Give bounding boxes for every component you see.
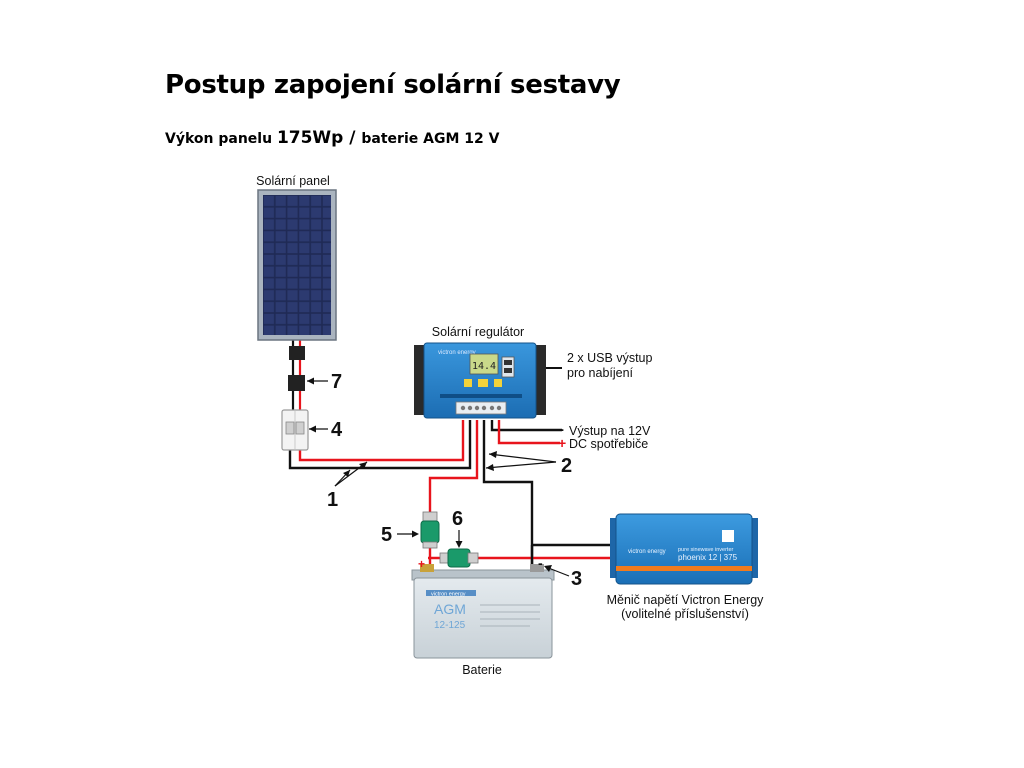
arrow-icon <box>455 541 463 548</box>
callout-7: 7 <box>331 371 342 393</box>
battery-model: AGM <box>434 601 466 617</box>
dc-breaker <box>281 409 309 451</box>
arrow-icon <box>486 464 494 471</box>
subtitle: Výkon panelu 175Wp / baterie AGM 12 V <box>165 128 499 148</box>
dc-minus-sign: - <box>559 421 564 438</box>
dc-output-label-1: Výstup na 12V <box>569 424 651 438</box>
load-wire-negative <box>490 420 562 432</box>
battery-wire-negative <box>482 420 534 568</box>
mc4-connector-icon <box>289 346 297 360</box>
fuse-5 <box>420 511 440 549</box>
load-wire-positive <box>497 420 560 445</box>
arrow-icon <box>309 425 316 433</box>
battery-minus-sign: - <box>538 555 543 571</box>
battery-size: 12-125 <box>434 620 466 631</box>
inverter-line: pure sinewave inverter <box>678 547 734 553</box>
page-title: Postup zapojení solární sestavy <box>165 70 621 100</box>
solar-regulator: Solární regulátor victron energy 14.4 <box>414 325 546 419</box>
qr-code-icon <box>722 530 734 542</box>
mc4-connector-icon <box>288 375 297 391</box>
battery-label: Baterie <box>462 663 502 677</box>
arrow-icon <box>489 451 497 458</box>
usb-output-label-2: pro nabíjení <box>567 366 634 380</box>
arrow-icon <box>343 470 350 477</box>
solar-panel-label: Solární panel <box>256 174 330 188</box>
callout-6: 6 <box>452 508 463 530</box>
subtitle-power: 175Wp <box>276 128 344 148</box>
callout-1: 1 <box>327 489 338 511</box>
subtitle-separator: / <box>343 128 362 148</box>
inverter-label-2: (volitelné příslušenství) <box>621 607 749 621</box>
regulator-display-value: 14.4 <box>472 361 496 372</box>
regulator-brand: victron energy <box>438 350 476 356</box>
inverter-brand: victron energy <box>628 549 666 555</box>
subtitle-battery: baterie AGM 12 V <box>361 131 500 147</box>
subtitle-part1: Výkon panelu <box>165 131 277 147</box>
callout-5: 5 <box>381 524 392 546</box>
callouts: 7 4 1 2 5 6 3 <box>307 371 582 590</box>
battery: + - victron energy AGM 12-125 <box>411 555 555 659</box>
inverter-label-1: Měnič napětí Victron Energy <box>607 593 765 607</box>
arrow-icon <box>412 530 419 538</box>
dc-plus-sign: + <box>558 435 566 451</box>
inverter: victron energy pure sinewave inverter ph… <box>610 513 758 585</box>
solar-panel: Solární panel <box>256 174 337 391</box>
pv-wire-negative <box>288 420 472 470</box>
arrow-icon <box>544 565 552 572</box>
callout-2: 2 <box>561 455 572 477</box>
battery-wire-positive <box>428 420 479 515</box>
battery-brand: victron energy <box>431 592 466 598</box>
fuse-6 <box>439 548 479 568</box>
pv-wire-positive <box>298 420 465 462</box>
dc-output-label-2: DC spotřebiče <box>569 437 648 451</box>
regulator-label: Solární regulátor <box>432 325 524 339</box>
arrow-icon <box>307 377 314 385</box>
battery-plus-sign: + <box>418 557 425 571</box>
arrow-icon <box>359 462 367 469</box>
callout-4: 4 <box>331 419 343 441</box>
callout-3: 3 <box>571 568 582 590</box>
inverter-model: phoenix 12 | 375 <box>678 553 738 562</box>
regulator-display <box>469 353 499 375</box>
regulator-terminals <box>455 401 507 415</box>
usb-output-label-1: 2 x USB výstup <box>567 351 652 365</box>
